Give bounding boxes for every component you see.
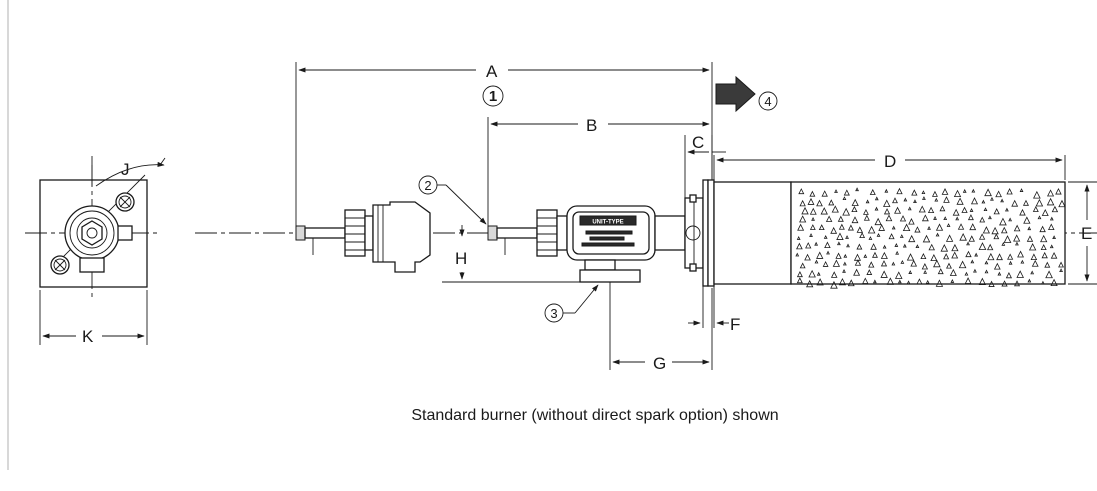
dim-label-e: E — [1081, 224, 1092, 243]
callout-1: 1 — [489, 88, 497, 105]
dim-label-h: H — [455, 249, 467, 268]
fiber-pattern — [795, 187, 1066, 289]
combustion-tube — [713, 181, 792, 285]
callout-3: 3 — [550, 306, 557, 321]
mounting-flange — [702, 179, 709, 287]
airflow-arrow-icon — [715, 75, 756, 113]
dim-label-d: D — [884, 152, 896, 171]
dim-label-c: C — [692, 133, 704, 152]
gas-inlet-assembly-b: UNIT-TYPE — [487, 179, 1066, 289]
callout-2: 2 — [424, 178, 431, 193]
dim-label-a: A — [486, 62, 498, 81]
nameplate-label: UNIT-TYPE — [592, 220, 623, 226]
end-view: J K — [25, 156, 166, 346]
dim-label-g: G — [653, 354, 666, 373]
dim-label-j: J — [121, 160, 130, 179]
dim-label-f: F — [730, 315, 740, 334]
caption: Standard burner (without direct spark op… — [411, 407, 778, 424]
gas-inlet-assembly-a — [295, 201, 431, 273]
dim-label-k: K — [82, 327, 94, 346]
callout-4: 4 — [764, 94, 771, 109]
side-view: UNIT-TYPE A — [195, 62, 1097, 373]
nameplate — [579, 215, 637, 226]
callout-4-icon — [758, 91, 778, 111]
dim-label-b: B — [586, 116, 597, 135]
callout-1-icon — [482, 85, 504, 107]
